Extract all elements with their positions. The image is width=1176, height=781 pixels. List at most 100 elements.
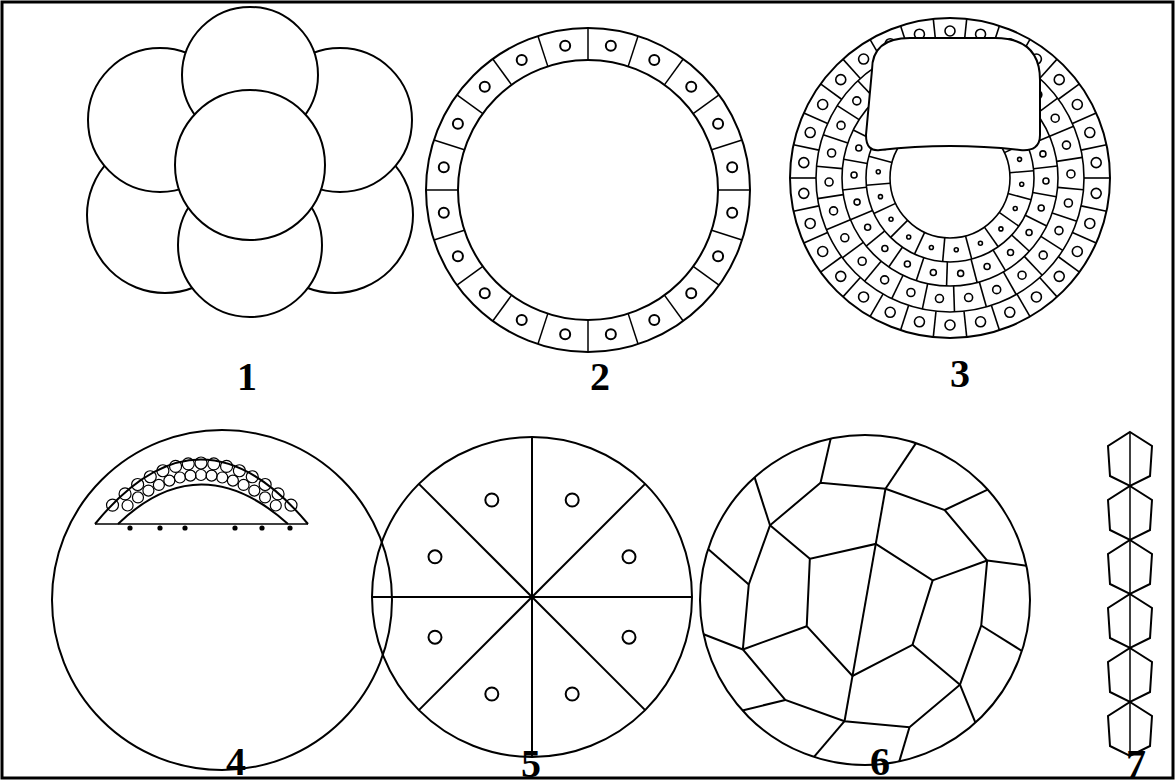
cell-outline xyxy=(999,212,1019,226)
cell-outline xyxy=(1081,206,1106,211)
nucleus xyxy=(999,227,1003,231)
nucleus xyxy=(929,246,933,250)
cell-outline xyxy=(843,59,860,78)
cell-outline xyxy=(1072,233,1096,244)
nucleus xyxy=(1067,170,1075,178)
cell-outline xyxy=(826,220,850,230)
cell-outline xyxy=(132,492,143,503)
cell-outline xyxy=(119,488,131,500)
nucleus xyxy=(1085,128,1095,138)
cell-outline xyxy=(206,470,217,481)
cell-outline xyxy=(933,561,988,581)
nucleus xyxy=(649,315,659,325)
nucleus xyxy=(566,493,579,506)
cell-outline xyxy=(208,458,220,470)
cell-outline xyxy=(664,295,683,321)
nucleus xyxy=(889,217,893,221)
cell-outline xyxy=(1024,256,1042,275)
nucleus xyxy=(993,286,1001,294)
nucleus xyxy=(1038,205,1044,211)
cell-outline xyxy=(1017,294,1030,317)
nucleus xyxy=(1054,75,1064,85)
cell-outline xyxy=(953,286,955,312)
cell-outline xyxy=(843,278,860,297)
cell-outline xyxy=(1033,193,1057,197)
nucleus xyxy=(856,145,862,151)
nucleus xyxy=(945,320,955,330)
cell-outline xyxy=(770,525,810,558)
eight-cell-section xyxy=(372,437,692,757)
nucleus xyxy=(560,329,570,339)
cell-outline xyxy=(987,561,1026,566)
nucleus xyxy=(713,251,723,261)
cell-outline xyxy=(457,266,483,285)
cell-outline xyxy=(845,676,853,721)
cell-outline xyxy=(971,259,977,282)
nucleus xyxy=(851,172,857,178)
cell-outline xyxy=(718,189,750,191)
cell-outline xyxy=(912,645,959,685)
cell-outline xyxy=(259,478,271,490)
cell-outline xyxy=(712,140,742,150)
nucleus xyxy=(1039,251,1047,259)
nucleus xyxy=(439,162,449,172)
cell-outline xyxy=(922,284,927,309)
nucleus xyxy=(686,82,696,92)
cell-outline xyxy=(1129,432,1131,756)
nucleus xyxy=(566,688,579,701)
cell-outline xyxy=(790,18,1110,338)
nucleus xyxy=(623,631,636,644)
cell-outline xyxy=(821,84,842,99)
cell-outline xyxy=(704,634,743,649)
cell-outline xyxy=(804,233,828,244)
nucleus xyxy=(799,188,809,198)
nucleus xyxy=(1031,292,1041,302)
figure-number: 7 xyxy=(1126,742,1146,781)
cell-outline xyxy=(457,95,483,114)
nucleus xyxy=(984,264,990,270)
nucleus xyxy=(914,317,924,327)
nucleus xyxy=(876,170,880,174)
cell-outline xyxy=(221,460,233,472)
nucleus xyxy=(965,294,973,302)
cell-outline xyxy=(842,242,863,257)
nucleus xyxy=(976,317,986,327)
cell-outline xyxy=(869,156,892,162)
nucleus xyxy=(978,241,982,245)
nucleus xyxy=(606,329,616,339)
nucleus xyxy=(560,41,570,51)
cell-outline xyxy=(628,36,638,66)
nucleus xyxy=(859,292,869,302)
cell-outline xyxy=(1033,166,1057,169)
nucleus xyxy=(836,75,846,85)
cell-outline xyxy=(249,485,260,496)
cell-outline xyxy=(984,227,998,247)
cell-outline xyxy=(1025,215,1047,226)
nucleus xyxy=(713,119,723,129)
cell-outline xyxy=(964,311,967,337)
cell-outline xyxy=(933,311,936,337)
cell-outline xyxy=(793,145,818,150)
nucleus xyxy=(930,270,936,276)
nucleus xyxy=(1040,151,1046,157)
cell-outline xyxy=(885,443,915,489)
nucleus xyxy=(453,119,463,129)
nucleus xyxy=(480,82,490,92)
figure-number: 5 xyxy=(521,742,541,781)
cell-outline xyxy=(966,236,972,259)
nucleus xyxy=(1091,188,1101,198)
cell-outline xyxy=(946,262,948,286)
cell-outline xyxy=(979,282,986,307)
nucleus xyxy=(954,248,958,252)
nucleus xyxy=(885,307,895,317)
nucleus xyxy=(1054,271,1064,281)
cell-outline xyxy=(217,472,228,483)
nucleus xyxy=(128,526,131,529)
blastomere-cluster xyxy=(87,7,413,317)
cell-outline xyxy=(844,159,868,163)
nucleus xyxy=(853,97,861,105)
nucleus xyxy=(727,162,737,172)
nucleus xyxy=(818,247,828,257)
nucleus xyxy=(288,526,291,529)
